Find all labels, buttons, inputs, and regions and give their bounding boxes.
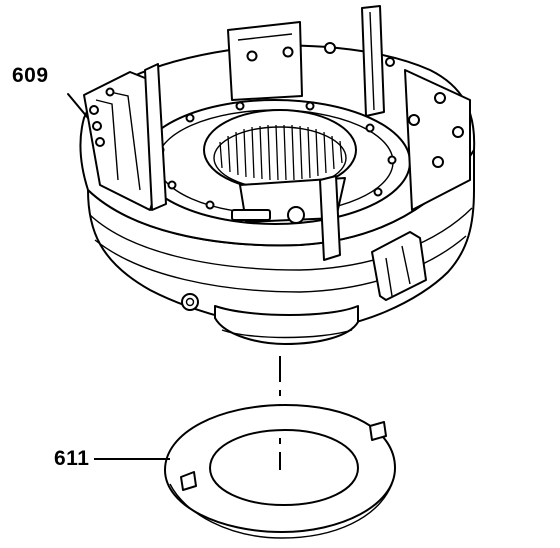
leader-609 [67, 93, 89, 119]
spline-teeth [219, 124, 343, 181]
thrust-washer [164, 404, 396, 539]
callout-611-label: 611 [54, 447, 90, 470]
callout-609-label: 609 [12, 64, 49, 87]
housing-assembly [79, 5, 476, 345]
